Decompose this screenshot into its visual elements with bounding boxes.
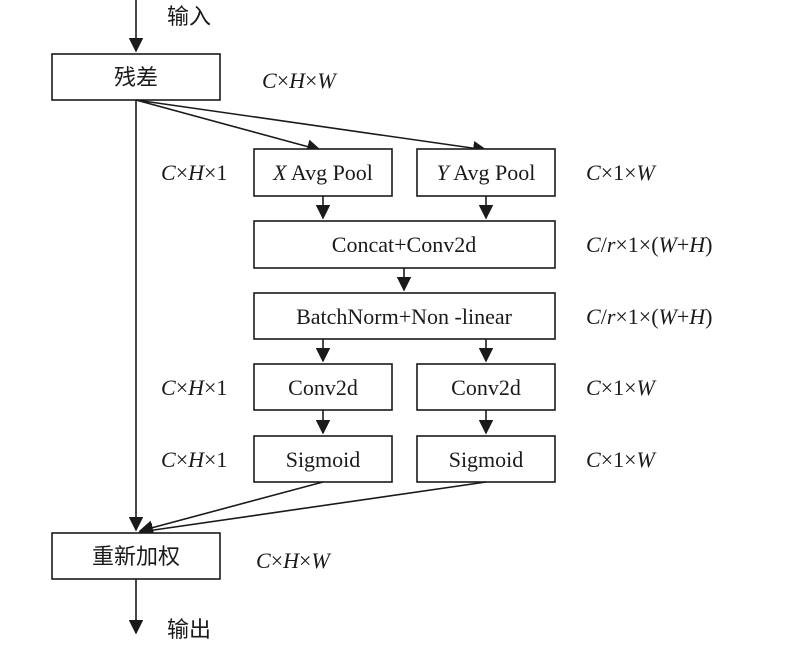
arrow-to-x-pool <box>135 99 322 154</box>
batchnorm-label: BatchNorm+Non -linear <box>296 304 513 329</box>
input-label: 输入 <box>167 5 211 30</box>
concat-dim: C/r×1×(W+H) <box>586 232 712 257</box>
x-pool-dim: C×H×1 <box>161 160 227 185</box>
output-label: 输出 <box>167 618 211 643</box>
conv2d-right-label: Conv2d <box>451 375 521 400</box>
y-pool-dim: C×1×W <box>586 160 657 185</box>
conv-left-dim: C×H×1 <box>161 375 227 400</box>
conv2d-left-box <box>253 363 393 411</box>
y-avg-pool-label: Y Avg Pool <box>437 160 536 185</box>
x-avg-pool-label: X Avg Pool <box>272 160 373 185</box>
conv-right-dim: C×1×W <box>586 375 657 400</box>
arrow-sigmoid-right-to-reweight <box>138 481 487 538</box>
batchnorm-dim: C/r×1×(W+H) <box>586 304 712 329</box>
sigmoid-right-dim: C×1×W <box>586 447 657 472</box>
sigmoid-right-box <box>416 435 556 483</box>
sigmoid-left-label: Sigmoid <box>286 447 361 472</box>
reweight-dim: C×H×W <box>256 548 331 573</box>
sigmoid-left-box <box>253 435 393 483</box>
reweight-label: 重新加权 <box>92 545 180 570</box>
residual-dim: C×H×W <box>262 68 337 93</box>
concat-conv2d-label: Concat+Conv2d <box>332 232 476 257</box>
conv2d-right-box <box>416 363 556 411</box>
x-avg-pool-box <box>253 148 393 197</box>
residual-label: 残差 <box>114 66 158 91</box>
arrow-sigmoid-left-to-reweight <box>138 481 324 535</box>
batchnorm-box <box>253 292 556 340</box>
sigmoid-right-label: Sigmoid <box>449 447 524 472</box>
y-avg-pool-box <box>416 148 556 197</box>
arrow-to-y-pool <box>135 99 488 156</box>
conv2d-left-label: Conv2d <box>288 375 358 400</box>
concat-conv2d-box <box>253 220 556 269</box>
sigmoid-left-dim: C×H×1 <box>161 447 227 472</box>
